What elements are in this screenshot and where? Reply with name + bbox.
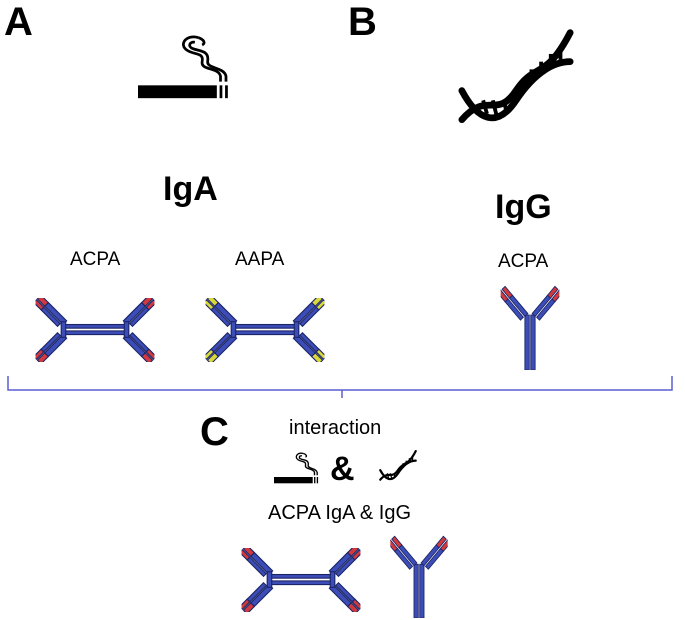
- igg-antibody-acpa-red: [493, 282, 567, 370]
- panel-a-letter: A: [4, 0, 33, 44]
- iga-antibody-combined-red: [238, 548, 364, 612]
- panel-b-letter: B: [348, 0, 377, 44]
- cigarette-smoke-icon: [274, 452, 319, 485]
- panel-c-letter: C: [200, 410, 229, 454]
- bracket: [7, 376, 673, 398]
- panel-b-antibody-label-acpa: ACPA: [498, 251, 549, 272]
- panel-a-title: IgA: [163, 170, 218, 208]
- dna-helix-icon: [379, 449, 417, 481]
- igg-antibody-combined-red: [378, 532, 460, 618]
- panel-b-title: IgG: [495, 188, 552, 226]
- combined-antibody-label: ACPA IgA & IgG: [268, 502, 412, 524]
- iga-antibody-aapa-yellow: [202, 298, 328, 362]
- dna-helix-icon: [458, 22, 574, 140]
- panel-a-antibody-label-acpa: ACPA: [70, 249, 121, 270]
- interaction-label: interaction: [289, 417, 382, 439]
- iga-antibody-acpa-red: [32, 298, 158, 362]
- ampersand: &: [330, 450, 355, 488]
- panel-a-antibody-label-aapa: AAPA: [235, 249, 285, 270]
- cigarette-smoke-icon: [138, 35, 230, 100]
